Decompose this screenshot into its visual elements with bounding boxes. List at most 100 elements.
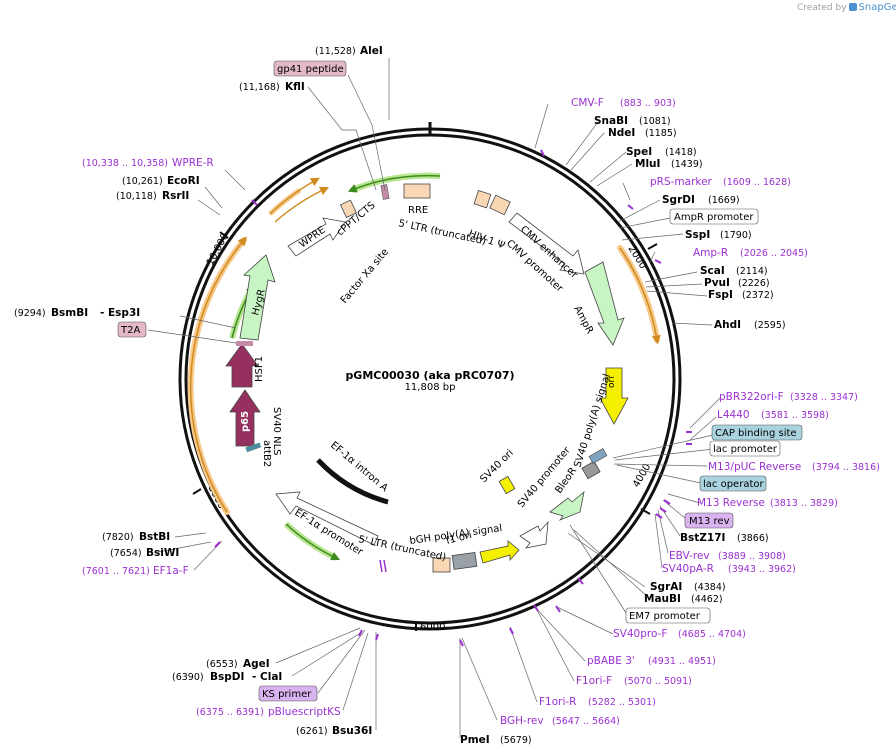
- leader-lines: [147, 58, 721, 738]
- cap-binding-site-box: [711, 424, 803, 441]
- site-spei: SpeI: [626, 146, 652, 158]
- site-bstz17i: BstZ17I: [680, 532, 725, 544]
- primer-m13-puc: M13/pUC Reverse: [708, 461, 801, 473]
- primer-pbabe3-pos: (4931 .. 4951): [648, 656, 716, 667]
- site-agei: AgeI: [243, 658, 270, 670]
- primer-bgh-rev: BGH-rev: [500, 715, 544, 727]
- site-agei-pos: (6553): [206, 659, 238, 670]
- feature-ltr-box1: [473, 189, 492, 209]
- primer-l4440: L4440: [717, 409, 750, 421]
- primer-cmv-f: CMV-F: [571, 97, 604, 109]
- primer-l4440-pos: (3581 .. 3598): [761, 410, 829, 421]
- feature-wpre-arrow: [287, 217, 346, 257]
- em7-promoter-box: [625, 607, 711, 624]
- site-snabi: SnaBI: [594, 115, 628, 127]
- primer-pbr322ori-f-pos: (3328 .. 3347): [790, 392, 858, 403]
- feature-hygr-arrow: [239, 254, 276, 341]
- feature-p65-arrow: [229, 389, 261, 447]
- ks-primer-label: KS primer: [262, 689, 312, 700]
- site-ndei-pos: (1185): [645, 128, 677, 139]
- primer-f1ori-f-pos: (5070 .. 5091): [624, 676, 692, 687]
- lac-promoter-box: [709, 440, 781, 457]
- ampr-promoter-label: AmpR promoter: [674, 212, 754, 223]
- primer-ef1a-f-pos: (7601 .. 7621): [82, 566, 150, 577]
- primer-ef1a-f: EF1a-F: [153, 565, 189, 577]
- map-name: pGMC00030 (aka pRC0707): [345, 369, 514, 382]
- site-ecori: EcoRI: [167, 175, 200, 187]
- site-sspi-pos: (1790): [720, 230, 752, 241]
- primer-prs-marker-pos: (1609 .. 1628): [723, 177, 791, 188]
- feature-ef1a-intron-label: EF-1α intron A: [328, 440, 390, 494]
- site-alei-pos: (11,528): [315, 46, 356, 57]
- site-kfli-pos: (11,168): [239, 82, 280, 93]
- primer-m13-puc-pos: (3794 .. 3816): [812, 462, 880, 473]
- feature-sv40ori-label: SV40 ori: [478, 448, 516, 486]
- site-scai: ScaI: [700, 265, 725, 277]
- site-fspi: FspI: [708, 289, 733, 301]
- ltr-lower-marks: [379, 559, 383, 573]
- cap-binding-site-label: CAP binding site: [715, 428, 797, 439]
- orange-arc-left-line: [189, 236, 247, 513]
- gp41-peptide-box: [273, 60, 347, 77]
- orange-arc-wpre1-line: [269, 177, 320, 215]
- snapgene-watermark: Created bySnapGene: [797, 2, 896, 13]
- feature-cmv-arrow: [508, 212, 585, 275]
- t2a-box: [117, 321, 147, 338]
- green-arc-ef1a-line: [285, 523, 341, 561]
- t2a-label: T2A: [120, 325, 140, 336]
- primer-sv40pro-f: SV40pro-F: [613, 628, 667, 640]
- site-pmei-pos: (5679): [500, 735, 532, 746]
- primer-pbabe3: pBABE 3': [587, 655, 635, 667]
- lac-operator-label: lac operator: [703, 479, 764, 490]
- map-length: 11,808 bp: [405, 382, 456, 393]
- m13-rev-label: M13 rev: [689, 516, 730, 527]
- feature-ltr-box2: [489, 194, 511, 216]
- site-fspi-pos: (2372): [742, 290, 774, 301]
- site-snabi-pos: (1081): [639, 116, 671, 127]
- feature-bgh-box1: [451, 551, 478, 570]
- site-sgrai-pos: (4384): [694, 582, 726, 593]
- feature-lac-strip: [588, 448, 608, 464]
- feature-sv40ori-box: [498, 475, 516, 495]
- lac-promoter-label: lac promoter: [713, 444, 778, 455]
- watermark-brand: SnapGene: [858, 2, 896, 13]
- feature-ampr-label: AmpR: [571, 304, 595, 336]
- site-kfli: KflI: [285, 81, 305, 93]
- primer-cmv-f-pos: (883 .. 903): [620, 98, 676, 109]
- site-bstz17i-pos: (3866): [737, 533, 769, 544]
- primer-pbluescriptks: pBluescriptKS: [268, 706, 341, 718]
- feature-rre-label: RRE: [408, 205, 428, 216]
- site-pvui: PvuI: [704, 277, 730, 289]
- feature-bgh-box2: [432, 557, 451, 573]
- site-pvui-pos: (2226): [738, 278, 770, 289]
- feature-p65-label: p65: [240, 411, 251, 432]
- site-bspdi-pos: (6390): [172, 672, 204, 683]
- site-bstbi-pos: (7820): [102, 532, 134, 543]
- feature-gp41-box: [380, 184, 390, 200]
- site-ahdi: AhdI: [714, 319, 741, 331]
- feature-sv40polya-box: [581, 460, 601, 480]
- site-mlui: MluI: [635, 158, 660, 170]
- primer-pbluescriptks-pos: (6375 .. 6391): [196, 707, 264, 718]
- primer-sv40pro-f-pos: (4685 .. 4704): [678, 629, 746, 640]
- orange-arc-wpre2: [274, 186, 330, 223]
- site-rsrii: RsrII: [162, 190, 189, 202]
- primer-f1ori-r: F1ori-R: [539, 696, 576, 708]
- site-mlui-pos: (1439): [671, 159, 703, 170]
- primer-amp-r: Amp-R: [693, 247, 728, 259]
- feature-bleor-arrow: [549, 490, 585, 521]
- tick-marks: [192, 231, 658, 631]
- feature-ef1a-intron-arc: [316, 458, 389, 505]
- feature-rre-box: [403, 183, 431, 199]
- feature-attb2-label: attB2: [261, 440, 272, 467]
- primer-ebv-rev-pos: (3889 .. 3908): [718, 551, 786, 562]
- site-esp3i: - Esp3I: [100, 307, 140, 319]
- em7-promoter-label: EM7 promoter: [629, 611, 701, 622]
- primer-marks: [214, 149, 692, 647]
- primer-bgh-rev-pos: (5647 .. 5664): [552, 716, 620, 727]
- feature-sv40nls-label: SV40 NLS: [271, 407, 282, 456]
- feature-ef1a-promoter-arrow: [275, 491, 379, 546]
- site-ahdi-pos: (2595): [754, 320, 786, 331]
- primer-f1ori-f: F1ori-F: [576, 675, 612, 687]
